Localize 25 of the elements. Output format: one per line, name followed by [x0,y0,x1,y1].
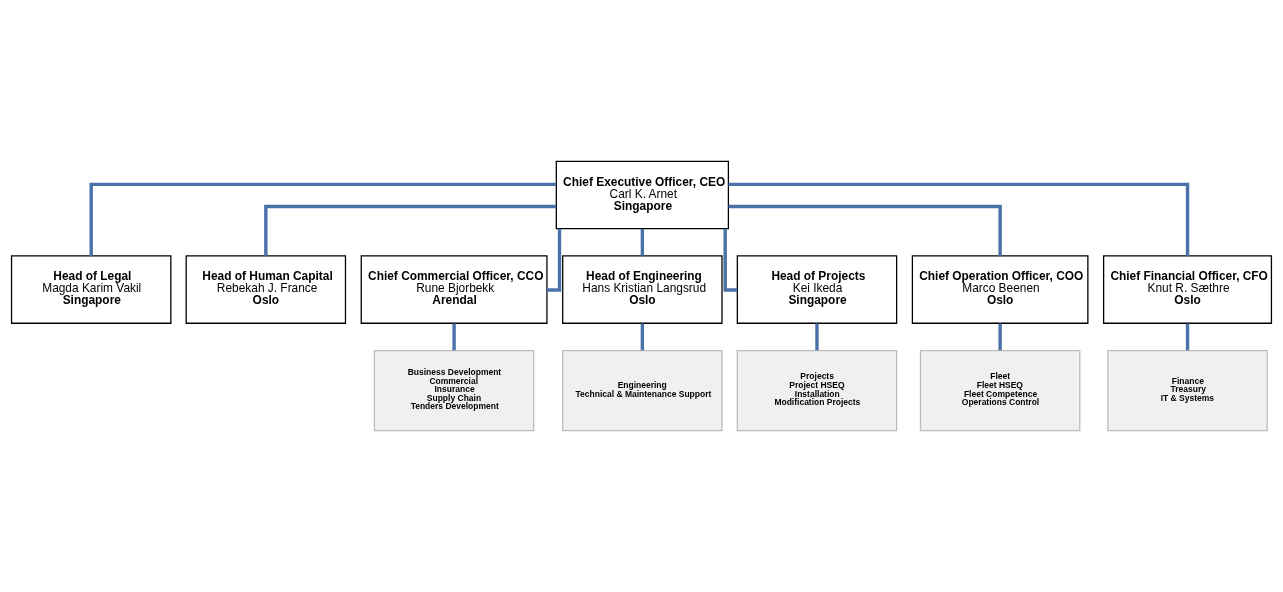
connector [1185,323,1190,351]
node-box: Fleet Fleet HSEQ Fleet Competence Operations Control [919,349,1081,432]
connector [998,323,1002,351]
node-box: Projects Project HSEQ Installation Modification Projects [736,349,898,432]
connector [723,228,738,292]
connector [815,323,819,351]
node-box: Engineering Technical & Maintenance Support [562,349,723,432]
connector [640,228,645,256]
node-box: Chief Executive Officer, CEO Carl K. Arnet Singapore [555,160,730,230]
connector [728,182,1190,256]
node-box: Head of Legal Magda Karim Vakil Singapore [10,255,172,324]
connector [640,323,645,351]
node-box: Chief Commercial Officer, CCO Rune Bjorbekk Arendal [360,255,548,324]
node-box: Head of Projects Kei Ikeda Singapore [736,255,898,324]
connector [264,204,557,256]
node-box: Head of Human Capital Rebekah J. France Oslo [185,255,347,324]
connector [728,204,1002,256]
node-box: Chief Financial Officer, CFO Knut R. Sæthre Oslo [1103,255,1273,324]
node-box: Head of Engineering Hans Kristian Langsrud Oslo [562,255,723,324]
node-box: Business Development Commercial Insurance Supply Chain Tenders Development [373,349,535,432]
connector [89,182,557,256]
node-box: Finance Treasury IT & Systems [1107,349,1268,432]
connector [452,323,456,351]
connector [547,228,562,292]
node-box: Chief Operation Officer, COO Marco Beenen Oslo [911,255,1089,324]
